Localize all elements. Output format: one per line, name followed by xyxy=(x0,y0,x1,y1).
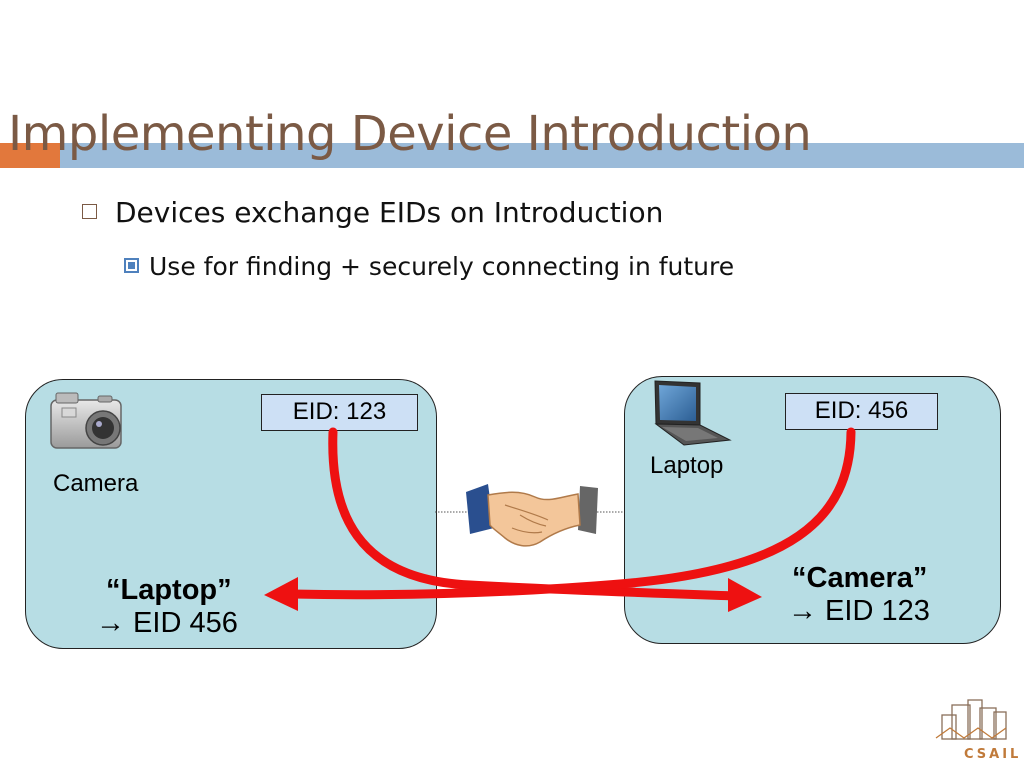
bullet-2-text: Use for finding + securely connecting in… xyxy=(149,252,735,281)
stored-camera-name: “Camera” xyxy=(792,562,928,594)
laptop-icon xyxy=(654,380,732,446)
csail-logo xyxy=(935,699,1007,740)
arrow-laptop-to-camera xyxy=(287,427,856,600)
slide-title: Implementing Device Introduction xyxy=(8,106,812,162)
camera-icon xyxy=(50,392,122,449)
stored-laptop-name: “Laptop” xyxy=(106,574,232,606)
exchange-arrows xyxy=(287,427,856,601)
arrowhead-right xyxy=(728,578,762,612)
camera-stored-introduction: “Laptop” → EID 456 xyxy=(96,574,238,640)
camera-eid-label: EID: 123 xyxy=(261,394,418,431)
bullet-level-2: Use for finding + securely connecting in… xyxy=(124,252,734,281)
handshake-icon xyxy=(466,484,598,547)
laptop-stored-introduction: “Camera” → EID 123 xyxy=(788,562,930,628)
csail-logo-text: CSAIL xyxy=(964,747,1022,762)
title-accent-orange xyxy=(0,143,60,168)
laptop-label: Laptop xyxy=(650,452,724,479)
laptop-eid-label: EID: 456 xyxy=(785,393,938,430)
stored-camera-eid: → EID 123 xyxy=(788,595,930,627)
arrow-camera-to-laptop xyxy=(328,427,740,601)
hollow-square-bullet-icon xyxy=(82,203,97,219)
camera-label: Camera xyxy=(53,470,139,497)
bullet-1-text: Devices exchange EIDs on Introduction xyxy=(115,196,664,229)
filled-square-bullet-icon xyxy=(124,257,139,273)
title-accent-blue xyxy=(60,143,1024,168)
bullet-level-1: Devices exchange EIDs on Introduction xyxy=(82,196,663,229)
stored-laptop-eid: → EID 456 xyxy=(96,607,238,639)
arrowhead-left xyxy=(264,577,298,611)
